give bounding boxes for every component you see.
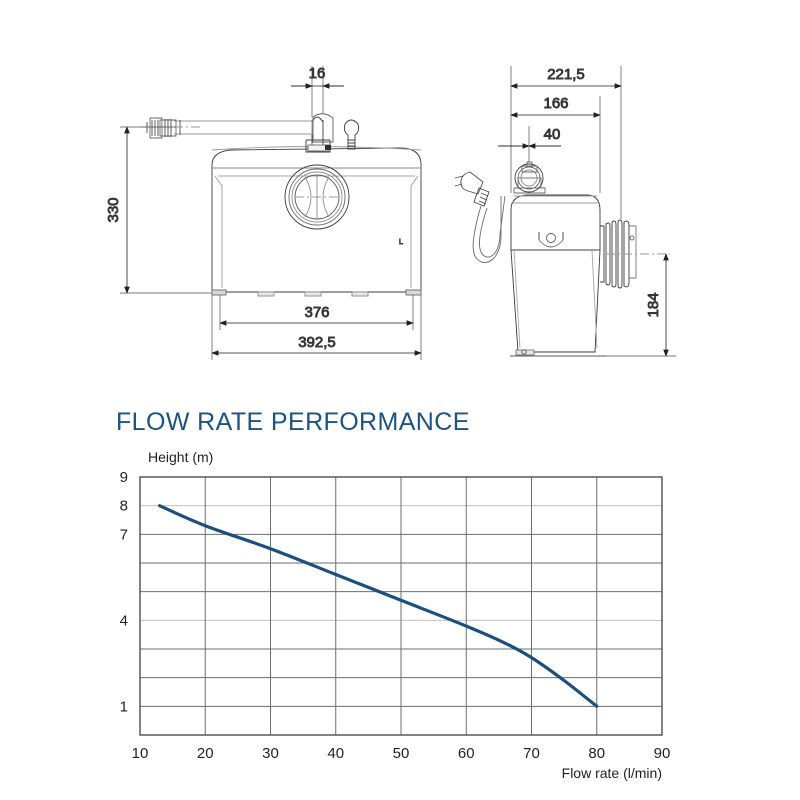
pump-performance-curve	[158, 504, 599, 708]
dimension-label-184: 184	[645, 292, 662, 317]
y-tick-label: 7	[120, 526, 128, 543]
dimension-body-depth: 166	[510, 95, 601, 193]
y-tick-label: 9	[120, 469, 128, 486]
technical-drawing-area: L 16 330 376 3	[0, 0, 800, 390]
flow-rate-chart: 1 4 7 8 9 10 20 30 40 50 60 70 80 90 Height (m) Flow …	[120, 449, 671, 781]
y-tick-label: 8	[120, 498, 128, 515]
chart-tick-labels: 1 4 7 8 9 10 20 30 40 50 60 70 80 90	[120, 469, 671, 762]
dimension-outlet-height: 184	[606, 253, 676, 357]
x-tick-label: 30	[262, 745, 279, 762]
chart-title: FLOW RATE PERFORMANCE	[116, 408, 470, 436]
dimension-overall-width: 392,5	[211, 295, 422, 360]
dimension-top-width: 16	[291, 65, 344, 117]
x-tick-label: 70	[523, 745, 540, 762]
x-tick-label: 10	[132, 745, 149, 762]
dimension-overall-height: 330	[105, 126, 212, 294]
plot-frame	[139, 476, 663, 736]
chart-curve	[158, 504, 599, 708]
dimension-label-166: 166	[543, 95, 568, 112]
dimension-overall-depth: 221,5	[510, 66, 622, 219]
dimension-label-40: 40	[544, 126, 561, 143]
dimension-label-221-5: 221,5	[547, 66, 585, 83]
dimension-label-392-5: 392,5	[298, 334, 336, 351]
dimension-label-16: 16	[309, 65, 326, 82]
level-mark-label: L	[399, 239, 403, 246]
dimension-label-376: 376	[304, 304, 329, 321]
dimension-label-330: 330	[105, 197, 122, 222]
chart-axes	[139, 476, 663, 736]
front-view-body: L	[140, 113, 422, 297]
x-axis-label: Flow rate (l/min)	[562, 765, 662, 781]
x-tick-label: 40	[327, 745, 344, 762]
dimension-body-width: 376	[219, 295, 414, 330]
technical-drawing-svg: L 16 330 376 3	[105, 65, 676, 360]
x-tick-label: 80	[588, 745, 605, 762]
x-tick-label: 20	[197, 745, 214, 762]
y-tick-label: 1	[120, 698, 128, 715]
dimension-inlet-offset: 40	[498, 126, 561, 162]
x-tick-label: 90	[654, 745, 671, 762]
y-axis-label: Height (m)	[148, 449, 213, 465]
side-view-body	[454, 161, 670, 357]
flow-rate-chart-section: FLOW RATE PERFORMANCE 1 4 7 8 9 10 20 30 40 50 60 7…	[0, 390, 800, 800]
x-tick-label: 60	[458, 745, 475, 762]
y-tick-label: 4	[120, 612, 128, 629]
x-tick-label: 50	[393, 745, 410, 762]
